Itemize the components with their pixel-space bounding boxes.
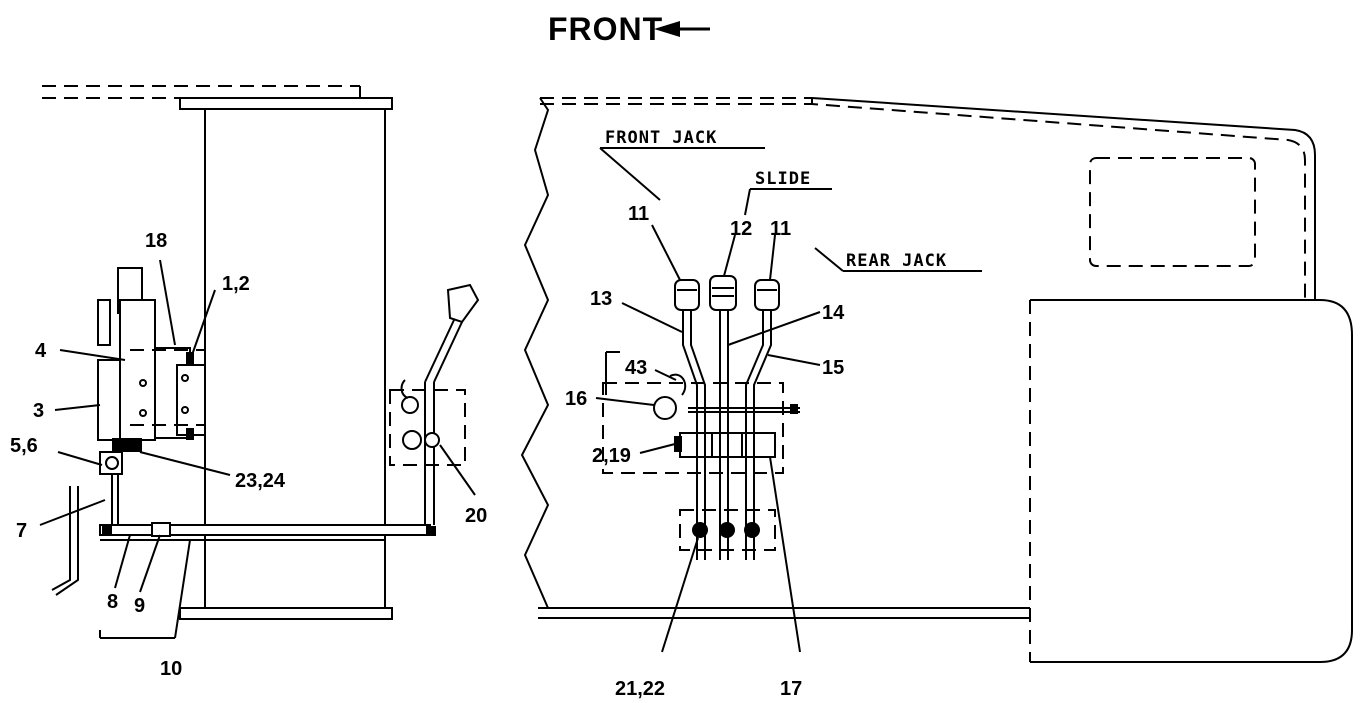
callout-13: 13 xyxy=(590,288,612,310)
control-handle xyxy=(389,283,480,525)
callout-16: 16 xyxy=(565,388,587,410)
callout-20: 20 xyxy=(465,505,487,527)
callout-9: 9 xyxy=(134,595,145,617)
callout-11-front: 11 xyxy=(628,203,649,225)
callout-2-19: 2,19 xyxy=(592,445,631,467)
right-panel-outline xyxy=(520,97,1353,663)
callout-3: 3 xyxy=(33,400,44,422)
control-levers xyxy=(674,275,780,560)
callout-21-22: 21,22 xyxy=(615,678,665,700)
callout-5-6: 5,6 xyxy=(10,435,38,457)
linkage-rods xyxy=(51,474,436,596)
callout-23-24: 23,24 xyxy=(235,470,286,492)
callout-1-2: 1,2 xyxy=(222,273,250,295)
callout-4: 4 xyxy=(35,340,47,362)
tag-slide: SLIDE xyxy=(755,169,811,189)
callout-17: 17 xyxy=(780,678,802,700)
callout-14: 14 xyxy=(822,302,845,324)
callout-7: 7 xyxy=(16,520,27,542)
callout-11-rear: 11 xyxy=(770,218,791,240)
callout-43: 43 xyxy=(625,357,647,379)
right-leaders xyxy=(595,224,821,653)
callout-8: 8 xyxy=(107,591,118,613)
tag-rear-jack: REAR JACK xyxy=(846,251,947,271)
callout-18: 18 xyxy=(145,230,167,252)
callout-12: 12 xyxy=(730,218,752,240)
callout-10: 10 xyxy=(160,658,182,680)
left-leaders xyxy=(39,259,476,639)
control-valve-assembly xyxy=(97,267,206,475)
front-label: FRONT xyxy=(548,11,663,47)
tag-front-jack: FRONT JACK xyxy=(605,128,717,148)
callout-15: 15 xyxy=(822,357,844,379)
arrow-left-icon xyxy=(654,21,710,37)
